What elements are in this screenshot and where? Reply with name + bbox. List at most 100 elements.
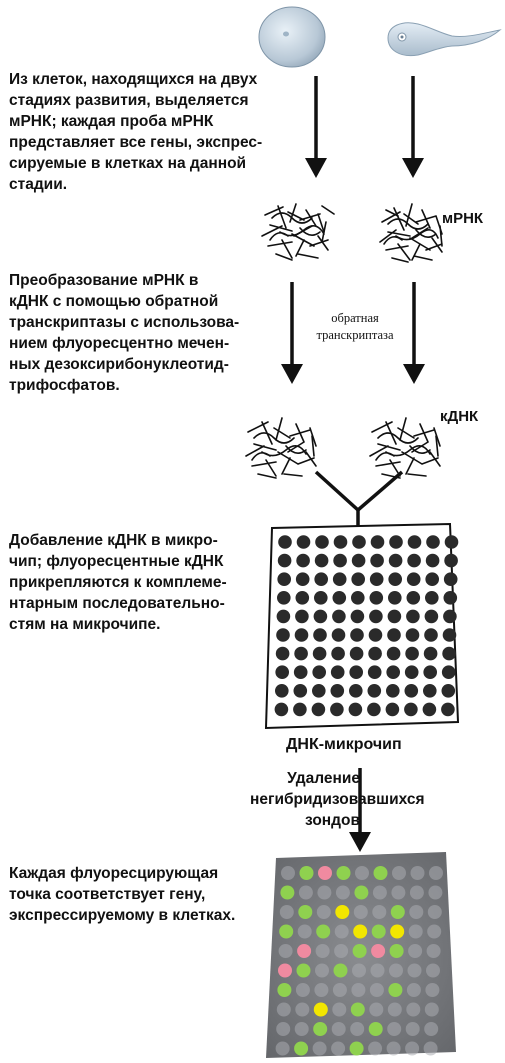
chip-spot [311, 702, 326, 717]
arrow-1-left [305, 76, 327, 178]
chip-spot [314, 591, 328, 605]
result-spot [350, 1002, 365, 1017]
chip-spot [370, 553, 384, 568]
chip-spot [367, 665, 382, 679]
chip-spot [388, 572, 403, 586]
result-spot [299, 866, 314, 880]
result-spot [406, 1002, 421, 1017]
tadpole-icon [387, 22, 502, 57]
result-spot [390, 905, 405, 919]
chip-spots [274, 535, 459, 717]
result-spot [405, 1041, 420, 1056]
chip-spot [422, 702, 437, 717]
result-spot [426, 963, 440, 978]
chip-spot [276, 609, 291, 624]
mrna-tangle-left-icon [261, 203, 335, 261]
chip-spot [407, 535, 422, 549]
arrow-2-left [281, 282, 303, 384]
result-spot [336, 866, 351, 880]
result-spot [425, 983, 440, 997]
result-spot [332, 983, 347, 997]
chip-label: ДНК-микрочип [286, 736, 402, 753]
result-spot [281, 866, 295, 880]
result-spot [275, 1041, 290, 1056]
chip-spot [312, 646, 327, 661]
chip-spot [293, 684, 308, 698]
result-spot [387, 1002, 402, 1017]
result-spot [391, 885, 406, 900]
result-spot [294, 1022, 309, 1036]
chip-spot [367, 702, 381, 717]
result-spot [278, 963, 292, 978]
result-spot [276, 1002, 291, 1017]
chip-spot [330, 684, 345, 698]
chip-spot [369, 572, 384, 586]
cdna-label: кДНК [440, 408, 479, 425]
chip-spot [296, 553, 310, 568]
result-spot [317, 885, 332, 900]
chip-spot [278, 535, 292, 549]
chip-spot [389, 535, 403, 549]
chip-spot [295, 609, 309, 624]
result-spot [405, 1022, 420, 1036]
result-spot [298, 885, 313, 900]
chip-spot [406, 591, 421, 605]
step-3-text: Добавление кДНК в микро- чип; флуоресцен… [9, 532, 227, 633]
chip-spot [441, 665, 456, 679]
chip-spot [369, 591, 384, 605]
result-spot [295, 983, 310, 997]
chip-spot [331, 628, 346, 642]
result-spot [388, 983, 403, 997]
step-4-text: Удаление негибридизовавшихся зондов [250, 770, 425, 829]
result-spot [297, 944, 312, 958]
result-spot [427, 905, 442, 919]
result-spot [352, 963, 366, 978]
chip-spot [386, 684, 400, 698]
result-spot [424, 1022, 439, 1036]
result-spot [371, 924, 386, 939]
result-spot [373, 866, 388, 880]
result-spot [314, 983, 329, 997]
chip-spot [424, 628, 438, 642]
chip-spot [313, 628, 327, 642]
result-spot [315, 963, 329, 978]
chip-spot [349, 684, 363, 698]
result-spot [428, 885, 443, 900]
chip-spot [442, 628, 457, 642]
result-spot [369, 1002, 384, 1017]
result-spot [352, 944, 367, 958]
result-spot [351, 983, 366, 997]
result-spot [313, 1002, 328, 1017]
chip-spot [275, 665, 290, 679]
step-2-text: Преобразование мРНК в кДНК с помощью обр… [9, 272, 240, 394]
chip-spot [348, 702, 363, 717]
chip-spot [274, 702, 289, 717]
chip-spot [295, 591, 310, 605]
result-spot [296, 963, 311, 978]
chip-spot [370, 535, 385, 549]
result-spot [298, 905, 313, 919]
result-spot [372, 885, 387, 900]
chip-spot [312, 684, 326, 698]
result-spot [408, 944, 423, 958]
result-spot [423, 1041, 438, 1056]
chip-spot [276, 628, 290, 642]
chip-spot [443, 609, 457, 624]
chip-spot [424, 609, 439, 624]
cdna-tangle-right-icon [369, 417, 441, 479]
chip-spot [294, 646, 308, 661]
chip-spot [314, 572, 329, 586]
chip-spot [423, 646, 438, 661]
chip-spot [331, 646, 345, 661]
chip-spot [444, 553, 458, 568]
step-1-text: Из клеток, находящихся на двух стадиях р… [9, 71, 263, 193]
chip-spot [425, 591, 439, 605]
chip-spot [423, 684, 437, 698]
chip-spot [350, 609, 365, 624]
chip-spot [387, 628, 401, 642]
chip-spot [332, 572, 347, 586]
arrow-4 [349, 768, 371, 852]
chip-spot [425, 553, 440, 568]
chip-spot [294, 628, 309, 642]
